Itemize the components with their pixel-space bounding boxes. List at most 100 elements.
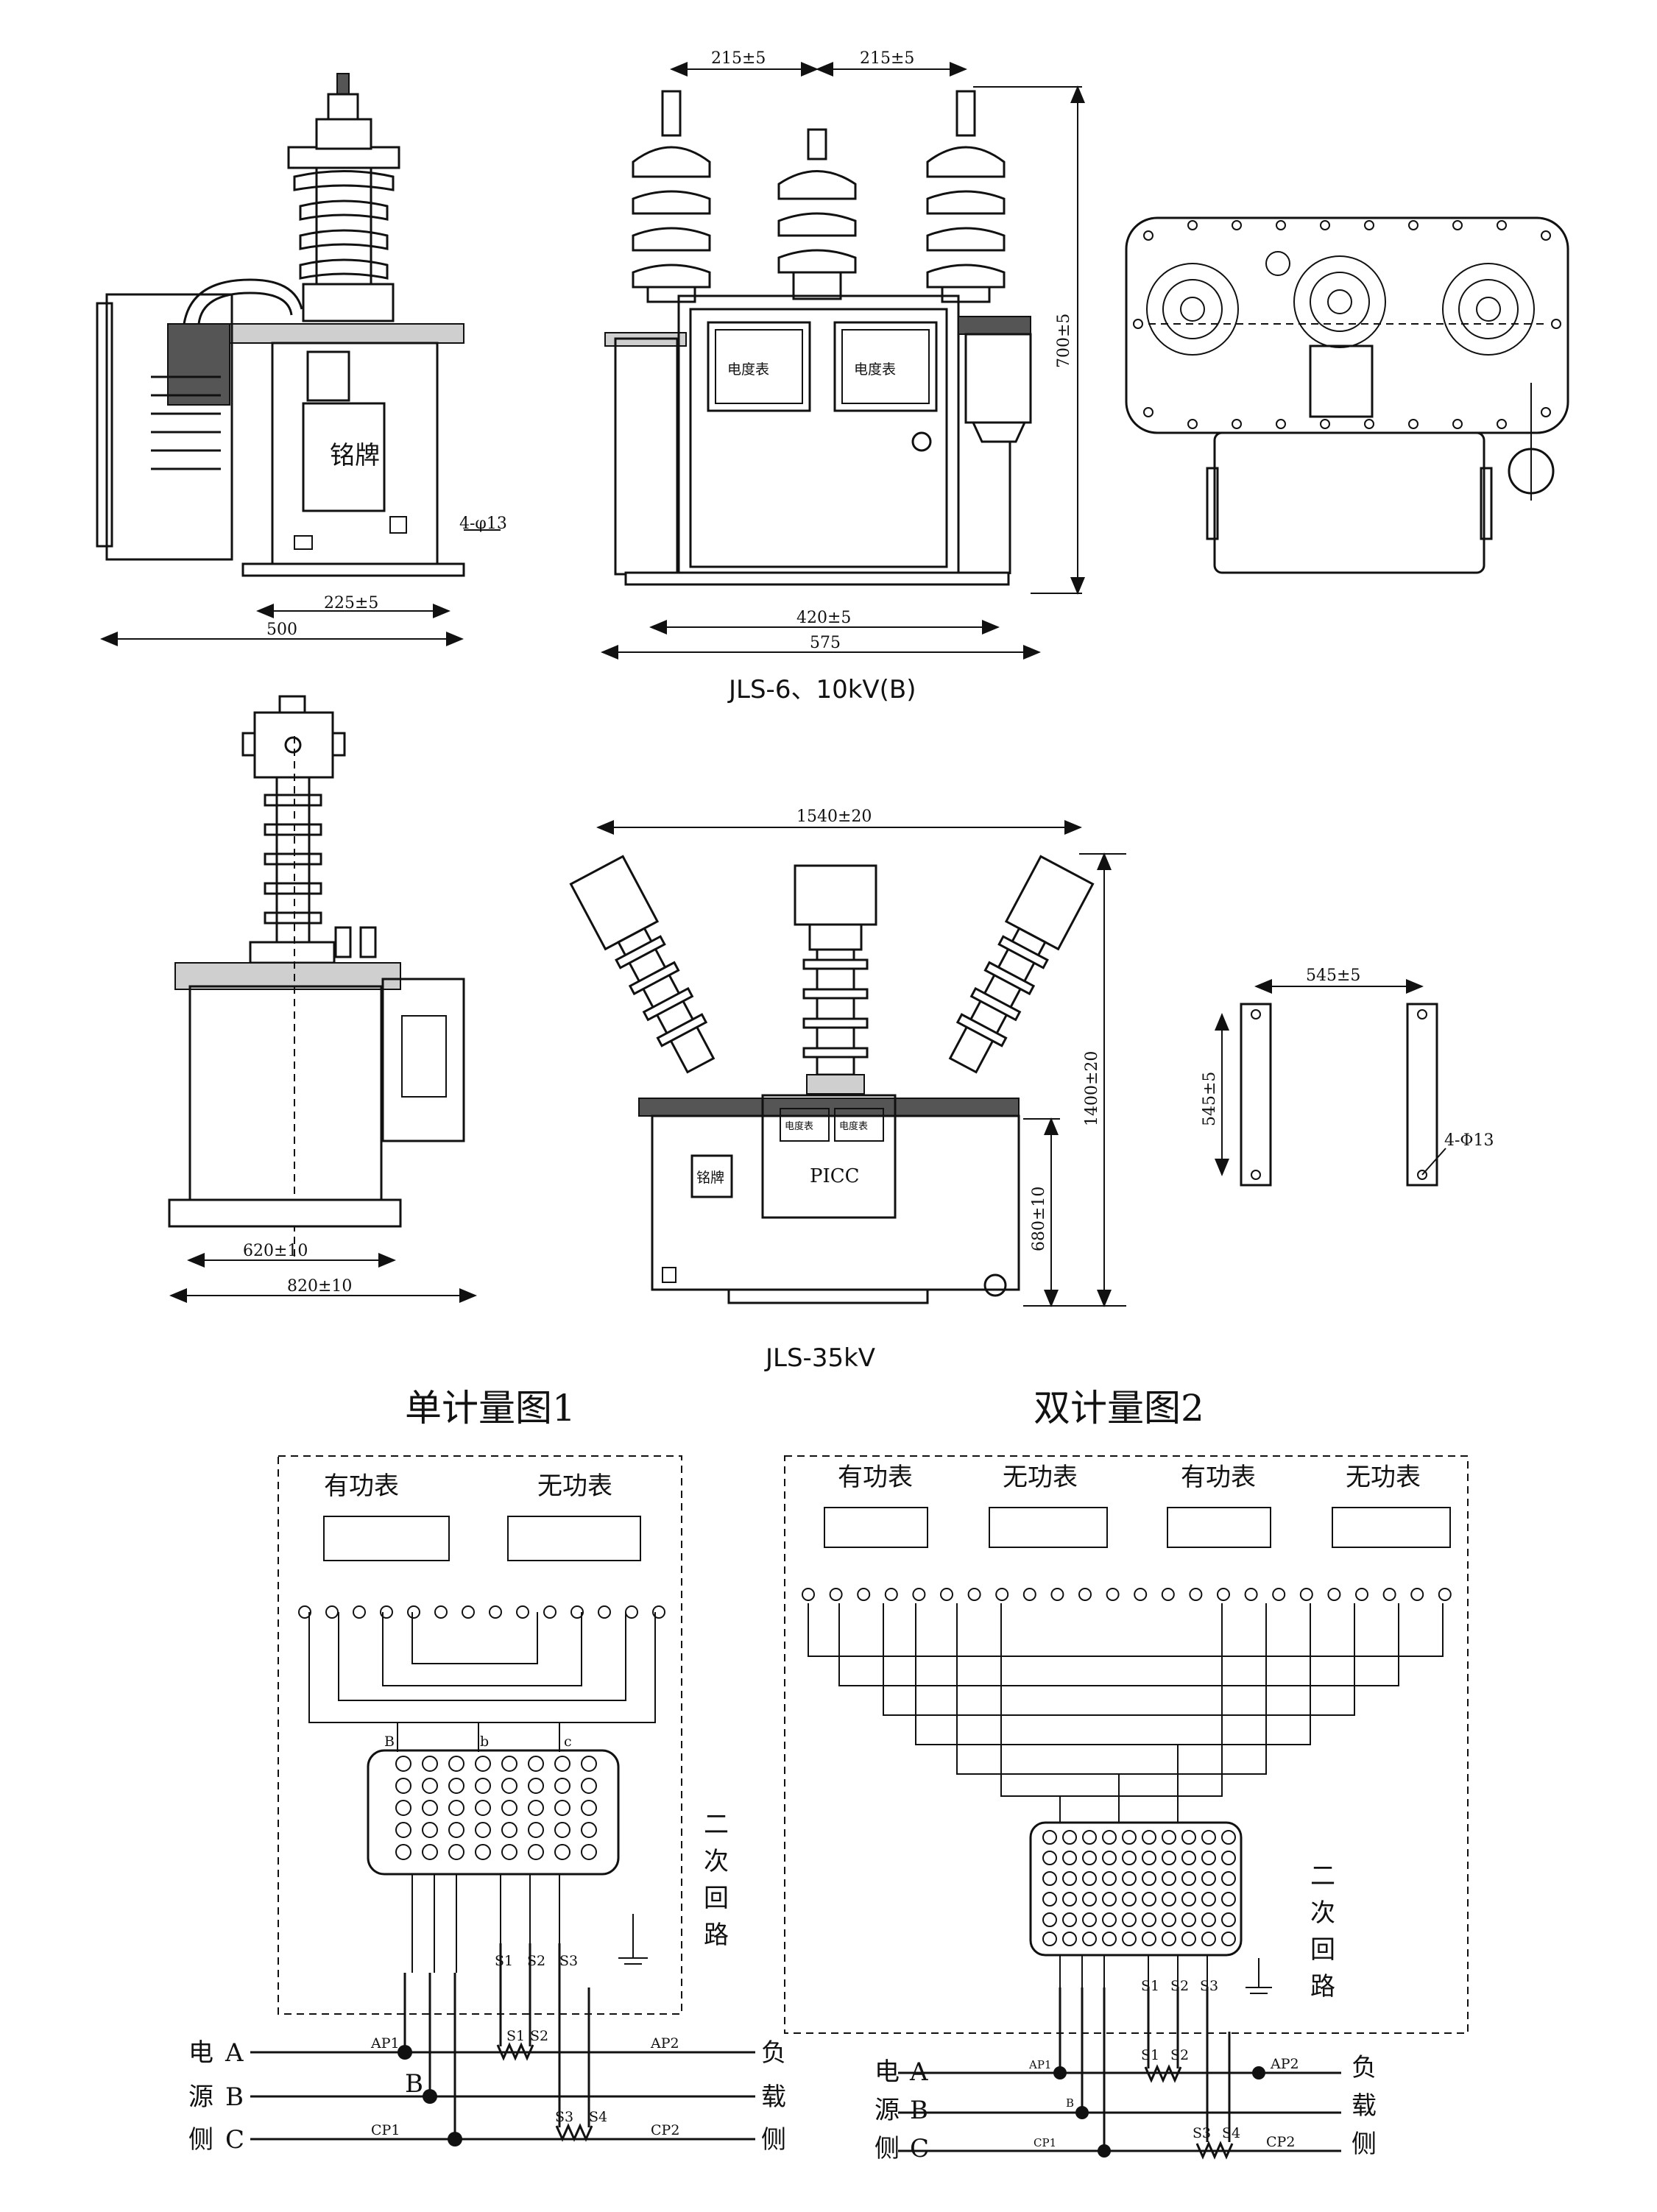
terminal-circle [1134,1588,1148,1601]
double-ct-a-s1: S1 [1141,2047,1159,2063]
single-phase-c: C [225,2125,244,2155]
double-s1-label: S1 [1141,1978,1159,1994]
junction-dot [554,1778,570,1794]
junction-dot [1221,1932,1236,1946]
terminal-circle [995,1588,1009,1601]
junction-dot [1162,1912,1176,1927]
junction-dot [1102,1932,1117,1946]
junction-dot [501,1800,517,1816]
single-phase-b: B [225,2082,244,2112]
junction-dot [501,1822,517,1838]
junction-dot [1201,1912,1216,1927]
junction-dot [1102,1912,1117,1927]
junction-dot [1142,1871,1156,1886]
junction-dot [1162,1892,1176,1907]
junction-dot [581,1822,597,1838]
junction-dot [501,1756,517,1772]
double-box-label-3: 回 [1310,1935,1335,1965]
terminal-circle [543,1605,557,1619]
jls35-meter-left-label: 电度表 [785,1120,813,1132]
single-load-side-3: 侧 [761,2125,786,2155]
junction-dot [1221,1912,1236,1927]
jls6-dim-575: 575 [810,634,841,652]
double-load-side-2: 载 [1352,2091,1377,2121]
terminal-circle [1410,1588,1424,1601]
junction-dot [1181,1892,1196,1907]
single-load-side-2: 载 [761,2082,786,2112]
jls6-dim-215-left: 215±5 [711,49,766,68]
junction-dot [1162,1871,1176,1886]
junction-dot [1082,1892,1097,1907]
junction-dot [1122,1912,1137,1927]
junction-dot [581,1756,597,1772]
single-terminal-letter-c: c [564,1734,572,1750]
junction-dot [1201,1830,1216,1845]
terminal-circle [1382,1588,1396,1601]
jls35-dim-820: 820±10 [287,1277,352,1296]
single-ap1-label: AP1 [370,2035,400,2052]
junction-dot [501,1778,517,1794]
double-phase-lines [898,1987,1341,2160]
double-ap1-label: AP1 [1028,2058,1051,2071]
junction-dot [1142,1830,1156,1845]
terminal-circle [407,1605,420,1619]
jls35-dim-1400: 1400±20 [1083,1051,1101,1126]
junction-dot [395,1778,411,1794]
junction-dot [1082,1871,1097,1886]
double-junction-block [1029,1821,1243,1957]
junction-dot [1201,1892,1216,1907]
double-meter-label-1: 有功表 [838,1463,913,1492]
single-cp2-label: CP2 [651,2122,679,2138]
junction-dot [422,1822,438,1838]
jls6-side-view: 铭牌 4-φ13 225±5 500 [96,73,507,646]
single-box-label-4: 路 [704,1921,729,1950]
single-active-meter-label: 有功表 [324,1471,399,1501]
terminal-circle [1272,1588,1286,1601]
junction-dot [1181,1830,1196,1845]
double-load-side-1: 负 [1352,2053,1377,2082]
terminal-circle [1161,1588,1175,1601]
double-source-side-2: 源 [875,2096,900,2125]
terminal-circle [1244,1588,1258,1601]
double-load-side-3: 侧 [1352,2130,1377,2159]
junction-dot [1102,1871,1117,1886]
terminal-circle [298,1605,311,1619]
junction-dot [1221,1851,1236,1865]
terminal-circle [884,1588,898,1601]
junction-dot [1162,1830,1176,1845]
junction-dot [422,1844,438,1860]
double-meter-terminals [802,1588,1452,1601]
junction-dot [1102,1851,1117,1865]
terminal-circle [325,1605,339,1619]
jls6-dim-215-right: 215±5 [860,49,914,68]
terminal-circle [912,1588,926,1601]
junction-dot [1062,1830,1077,1845]
single-ct-c-s4: S4 [589,2109,607,2125]
double-meter-label-2: 无功表 [1003,1463,1078,1492]
junction-dot [1062,1851,1077,1865]
junction-dot [448,1822,464,1838]
junction-dot [528,1822,544,1838]
double-metering-title: 双计量图2 [1034,1387,1204,1430]
junction-dot [528,1844,544,1860]
junction-dot [448,1844,464,1860]
single-phase-a: A [225,2038,244,2068]
junction-dot [1082,1932,1097,1946]
single-source-side-2: 源 [188,2082,213,2112]
junction-dot [1221,1871,1236,1886]
junction-dot [1221,1830,1236,1845]
junction-dot [1122,1892,1137,1907]
junction-dot [475,1778,491,1794]
junction-dot [554,1844,570,1860]
junction-dot [395,1844,411,1860]
single-box-label-3: 回 [704,1884,729,1913]
terminal-circle [1438,1588,1452,1601]
single-meter-terminals [298,1605,665,1619]
junction-dot [1042,1912,1057,1927]
junction-dot [1122,1851,1137,1865]
junction-dot [1042,1932,1057,1946]
junction-dot [475,1800,491,1816]
jls6-side-hole-dim: 4-φ13 [459,515,507,533]
junction-dot [1062,1892,1077,1907]
single-ct-a-s1: S1 [506,2028,525,2044]
